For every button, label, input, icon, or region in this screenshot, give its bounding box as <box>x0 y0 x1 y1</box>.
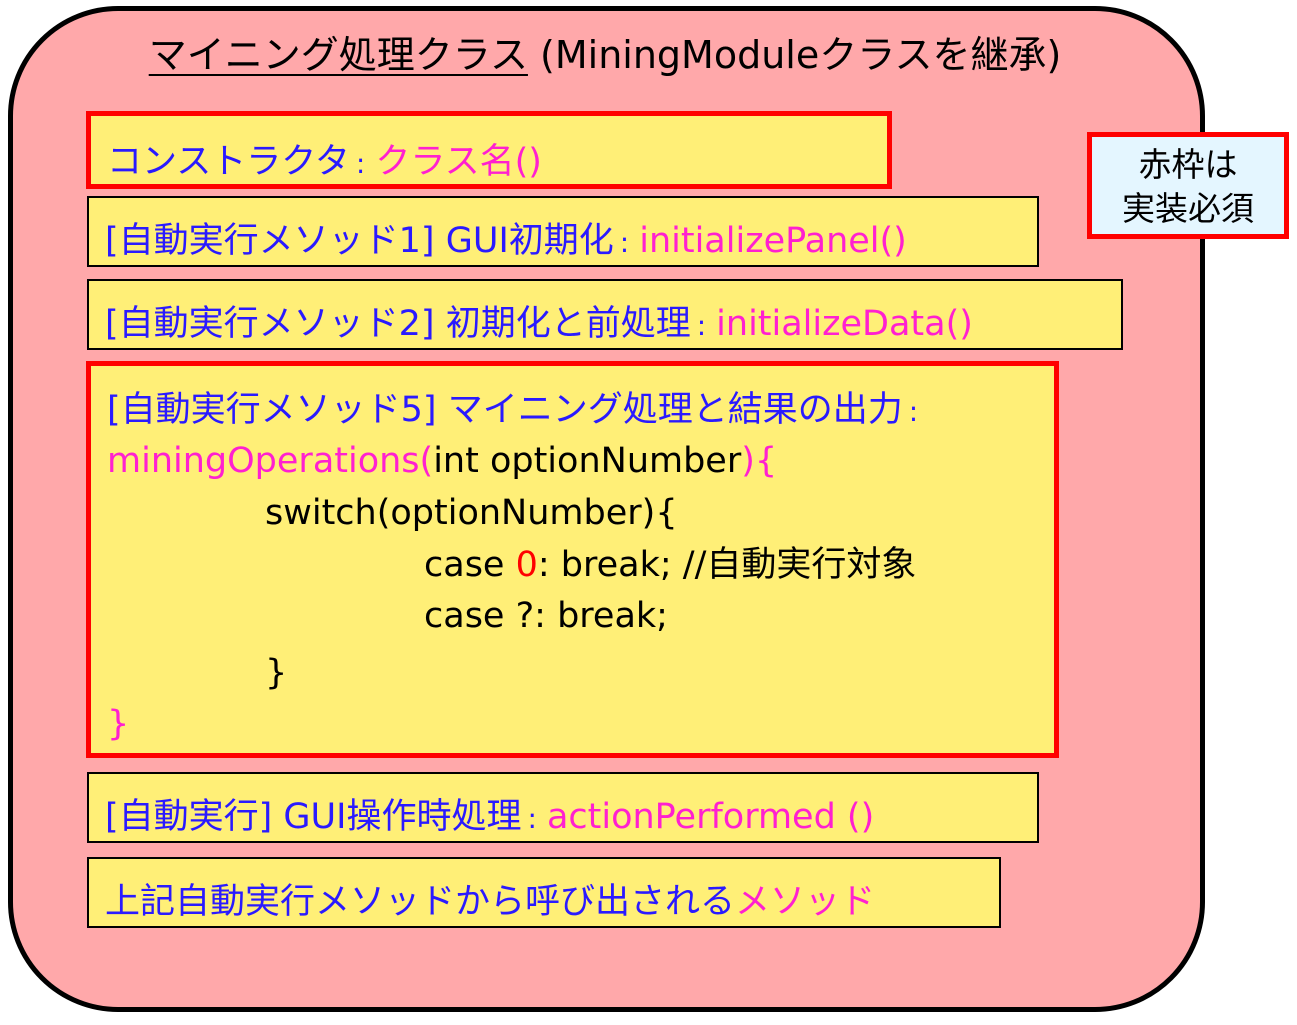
constructor-colon: : <box>355 147 366 180</box>
constructor-box: コンストラクタ: クラス名() <box>86 111 892 189</box>
method5-sig-close: ){ <box>741 441 778 481</box>
method-close-brace: } <box>107 704 130 744</box>
action-box: [自動実行] GUI操作時処理: actionPerformed () <box>87 772 1039 843</box>
class-title-japanese: マイニング処理クラス <box>148 33 528 77</box>
called-method: メソッド <box>735 882 876 922</box>
case-zero-line: case 0: break; //自動実行対象 <box>424 545 916 585</box>
method2-label: [自動実行メソッド2] 初期化と前処理 <box>105 304 691 344</box>
method1-label: [自動実行メソッド1] GUI初期化 <box>105 221 614 261</box>
action-method: actionPerformed () <box>546 797 875 837</box>
case-zero-number: 0 <box>515 545 538 585</box>
method5-sig-name: miningOperations( <box>107 441 434 481</box>
constructor-label: コンストラクタ <box>107 142 350 182</box>
method5-box: [自動実行メソッド5] マイニング処理と結果の出力: miningOperati… <box>86 361 1059 758</box>
method1-method: initializePanel() <box>639 221 907 261</box>
method5-header: [自動実行メソッド5] マイニング処理と結果の出力: <box>107 390 928 432</box>
required-note-line2: 実装必須 <box>1122 189 1254 228</box>
action-label: [自動実行] GUI操作時処理 <box>105 797 522 837</box>
method1-colon: : <box>619 226 630 259</box>
called-label: 上記自動実行メソッドから呼び出される <box>105 882 736 922</box>
switch-close-brace: } <box>265 653 288 693</box>
method5-sig-param: int optionNumber <box>433 441 742 481</box>
constructor-method: クラス名() <box>375 142 542 182</box>
method2-method: initializeData() <box>716 304 973 344</box>
method5-colon: : <box>908 395 919 428</box>
method2-box: [自動実行メソッド2] 初期化と前処理: initializeData() <box>87 279 1123 350</box>
class-title: マイニング処理クラス (MiningModuleクラスを継承) <box>0 24 1210 79</box>
class-title-suffix: (MiningModuleクラスを継承) <box>527 33 1062 77</box>
called-methods-box: 上記自動実行メソッドから呼び出されるメソッド <box>87 857 1001 928</box>
method2-colon: : <box>696 309 707 342</box>
action-colon: : <box>527 802 537 835</box>
switch-line: switch(optionNumber){ <box>265 493 678 533</box>
case-other-line: case ?: break; <box>424 596 668 636</box>
method1-box: [自動実行メソッド1] GUI初期化: initializePanel() <box>87 196 1039 267</box>
required-note: 赤枠は 実装必須 <box>1087 132 1289 239</box>
method5-label: [自動実行メソッド5] マイニング処理と結果の出力 <box>107 390 903 430</box>
case-zero-suffix: : break; //自動実行対象 <box>537 545 917 585</box>
method5-signature: miningOperations(int optionNumber){ <box>107 441 777 481</box>
required-note-line1: 赤枠は <box>1138 145 1238 184</box>
case-zero-prefix: case <box>424 545 516 585</box>
